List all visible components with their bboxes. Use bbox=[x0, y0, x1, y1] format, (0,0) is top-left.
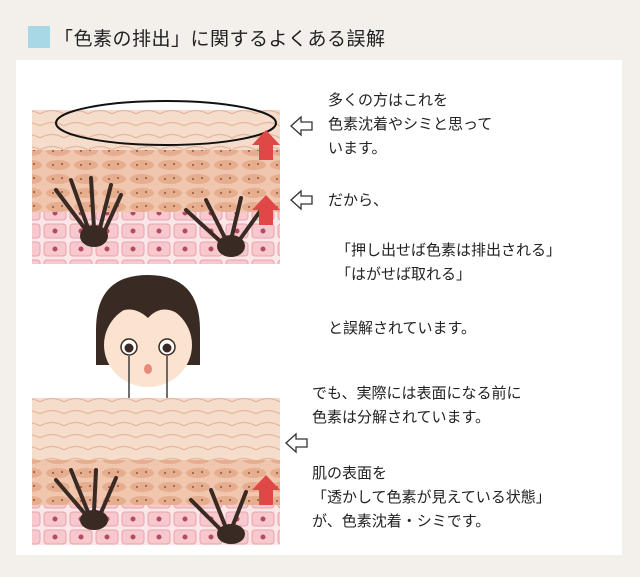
text-peel-off: 「はがせば取れる」 bbox=[336, 265, 472, 283]
text-misunderstood: と誤解されています。 bbox=[328, 319, 477, 337]
illustration bbox=[32, 100, 313, 545]
highlight-oval bbox=[55, 100, 277, 146]
text-therefore: だから、 bbox=[328, 191, 389, 209]
section-header: 「色素の排出」に関するよくある誤解 bbox=[28, 22, 386, 52]
skin-top bbox=[32, 100, 280, 264]
red-up-arrow-icon bbox=[252, 475, 280, 505]
header-title: 「色素の排出」に関するよくある誤解 bbox=[54, 27, 386, 50]
text-misconception: 多くの方はこれを 色素沈着やシミと思って います。 bbox=[328, 91, 493, 157]
content-panel: 多くの方はこれを 色素沈着やシミと思って います。 だから、 「押し出せば色素は… bbox=[16, 60, 622, 555]
text-push-out: 「押し出せば色素は排出される」 bbox=[336, 241, 562, 259]
text-conclusion: 肌の表面を 「透かして色素が見えている状態」 が、色素沈着・シミです。 bbox=[312, 464, 551, 530]
skin-bottom bbox=[32, 398, 280, 545]
header-swatch bbox=[28, 26, 50, 48]
text-decomposed: でも、実際には表面になる前に 色素は分解されています。 bbox=[312, 384, 522, 426]
red-up-arrow-icon bbox=[252, 130, 280, 225]
left-outline-arrow-icon bbox=[285, 115, 313, 454]
